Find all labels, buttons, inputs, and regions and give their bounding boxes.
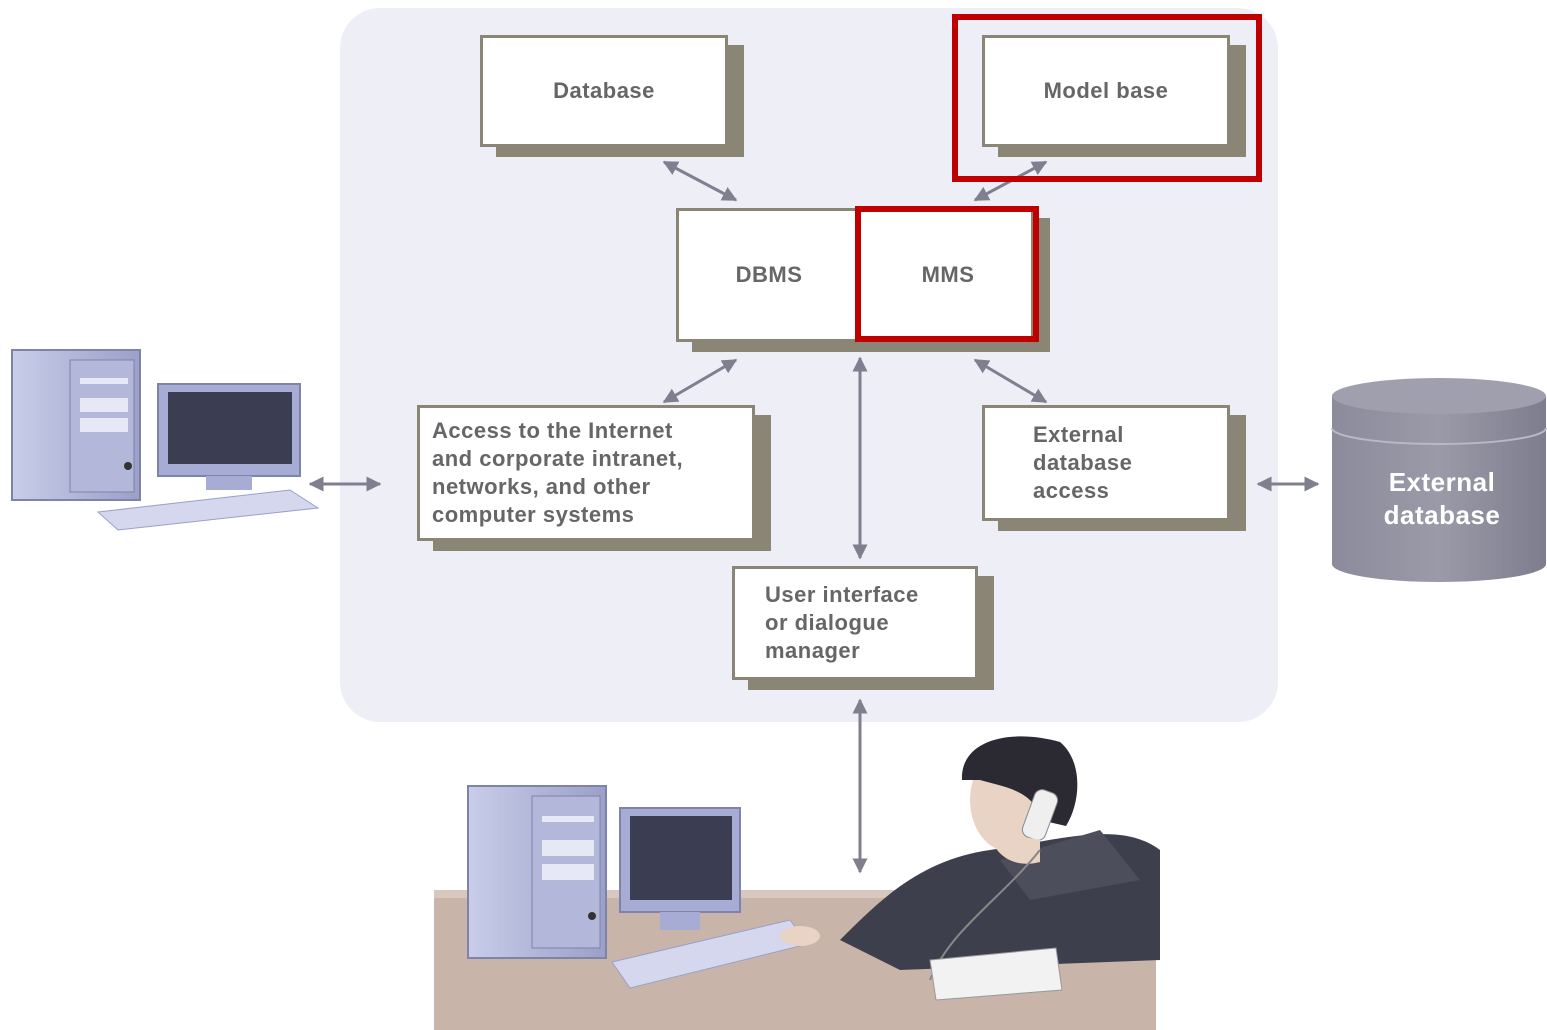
user-interface-box: User interface or dialogue manager bbox=[732, 566, 978, 680]
internet-access-box: Access to the Internet and corporate int… bbox=[417, 405, 755, 541]
user-interface-label: User interface or dialogue manager bbox=[765, 582, 919, 663]
dbms-label: DBMS bbox=[735, 262, 803, 287]
model-base-highlight bbox=[952, 14, 1262, 182]
mms-label: MMS bbox=[921, 262, 975, 287]
arrow-database-dbms bbox=[662, 160, 738, 202]
model-base-label: Model base bbox=[1043, 78, 1169, 103]
desktop-computer-icon bbox=[11, 349, 320, 531]
arrow-dbms-internet bbox=[662, 358, 738, 404]
model-base-box: Model base bbox=[982, 35, 1230, 147]
external-db-access-box: External database access bbox=[982, 405, 1230, 521]
database-cylinder-icon bbox=[1331, 378, 1547, 582]
internet-access-label: Access to the Internet and corporate int… bbox=[432, 418, 684, 527]
businessman-phone-icon bbox=[780, 736, 1160, 1001]
arrow-mms-extaccess bbox=[973, 358, 1048, 404]
database-box: Database bbox=[480, 35, 728, 147]
external-database-label: External database bbox=[1383, 467, 1501, 530]
desktop-computer-icon bbox=[467, 785, 809, 989]
mms-highlight bbox=[855, 206, 1039, 342]
database-label: Database bbox=[553, 78, 655, 103]
external-db-access-label: External database access bbox=[1033, 422, 1133, 503]
